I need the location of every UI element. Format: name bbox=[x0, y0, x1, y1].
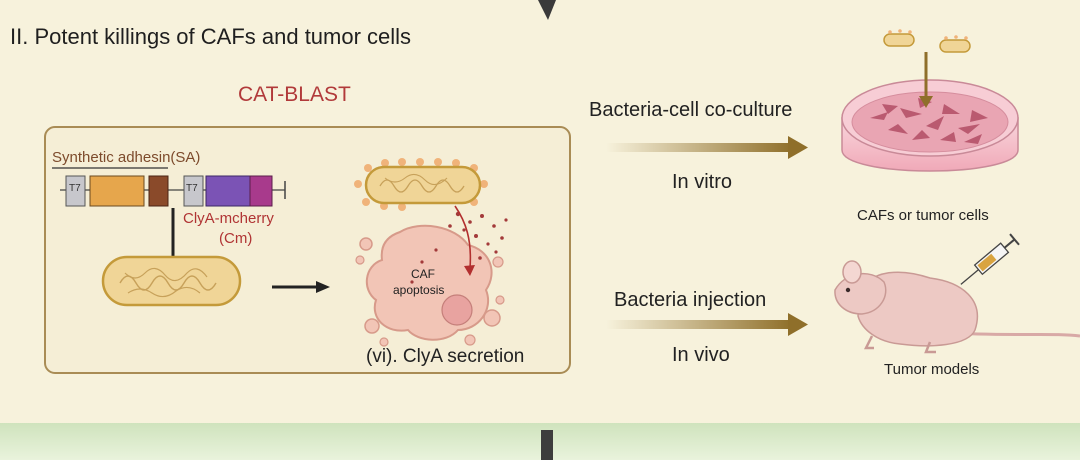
top-down-arrow-icon bbox=[538, 0, 556, 20]
in-vivo-arrow-shaft bbox=[606, 320, 792, 329]
next-section-band bbox=[0, 423, 1080, 460]
secretion-arrow-icon bbox=[464, 265, 475, 276]
in-vitro-method-label: Bacteria-cell co-culture bbox=[589, 99, 793, 121]
in-vitro-target-label: CAFs or tumor cells bbox=[857, 207, 989, 224]
mouse-icon bbox=[834, 260, 1080, 354]
gene-construct bbox=[52, 167, 286, 207]
clya-particles bbox=[410, 211, 508, 284]
mouse-ear bbox=[842, 260, 862, 284]
t7-promoter-label-1: T7 bbox=[69, 183, 81, 194]
in-vitro-arrow-shaft bbox=[606, 143, 792, 152]
caf-nucleus bbox=[441, 294, 473, 326]
clya-gene-block bbox=[205, 175, 251, 207]
step-caption: (vi). ClyA secretion bbox=[366, 346, 525, 367]
dish-arrow-icon bbox=[919, 96, 933, 108]
syringe-icon bbox=[960, 233, 1020, 285]
sa-gene-block bbox=[89, 175, 145, 207]
step-arrow-icon bbox=[316, 281, 330, 293]
petri-dish-icon bbox=[841, 52, 1019, 172]
secretion-arrow-line bbox=[454, 205, 472, 269]
synthetic-adhesin-label: Synthetic adhesin(SA) bbox=[52, 149, 201, 166]
in-vivo-target-label: Tumor models bbox=[884, 361, 980, 378]
in-vitro-arrow-icon bbox=[788, 136, 808, 159]
in-vivo-label: In vivo bbox=[672, 344, 730, 366]
apoptosis-label: apoptosis bbox=[393, 283, 445, 297]
t7-promoter-2 bbox=[183, 175, 204, 207]
in-vivo-method-label: Bacteria injection bbox=[614, 289, 767, 311]
secreting-bacterium-icon bbox=[354, 158, 488, 211]
section-title: II. Potent killings of CAFs and tumor ce… bbox=[10, 24, 412, 49]
cat-blast-title: CAT-BLAST bbox=[238, 83, 351, 106]
t7-promoter-label-2: T7 bbox=[186, 183, 198, 194]
mouse-eye bbox=[845, 287, 851, 293]
t7-promoter-1 bbox=[65, 175, 86, 207]
in-vitro-label: In vitro bbox=[672, 171, 733, 193]
clya-mcherry-label: ClyA-mcherry bbox=[183, 210, 274, 227]
caf-cell-icon bbox=[355, 224, 505, 347]
sa-tag-block bbox=[148, 175, 169, 207]
clya-mcherry-abbrev: (Cm) bbox=[219, 230, 253, 247]
caf-label: CAF bbox=[411, 267, 435, 281]
mcherry-gene-block bbox=[249, 175, 273, 207]
floating-bacteria-icon bbox=[883, 29, 971, 53]
in-vivo-arrow-icon bbox=[788, 313, 808, 336]
bacterium-icon bbox=[101, 255, 242, 307]
bottom-connector-arrow-icon bbox=[541, 430, 553, 460]
mouse-head bbox=[834, 272, 887, 315]
